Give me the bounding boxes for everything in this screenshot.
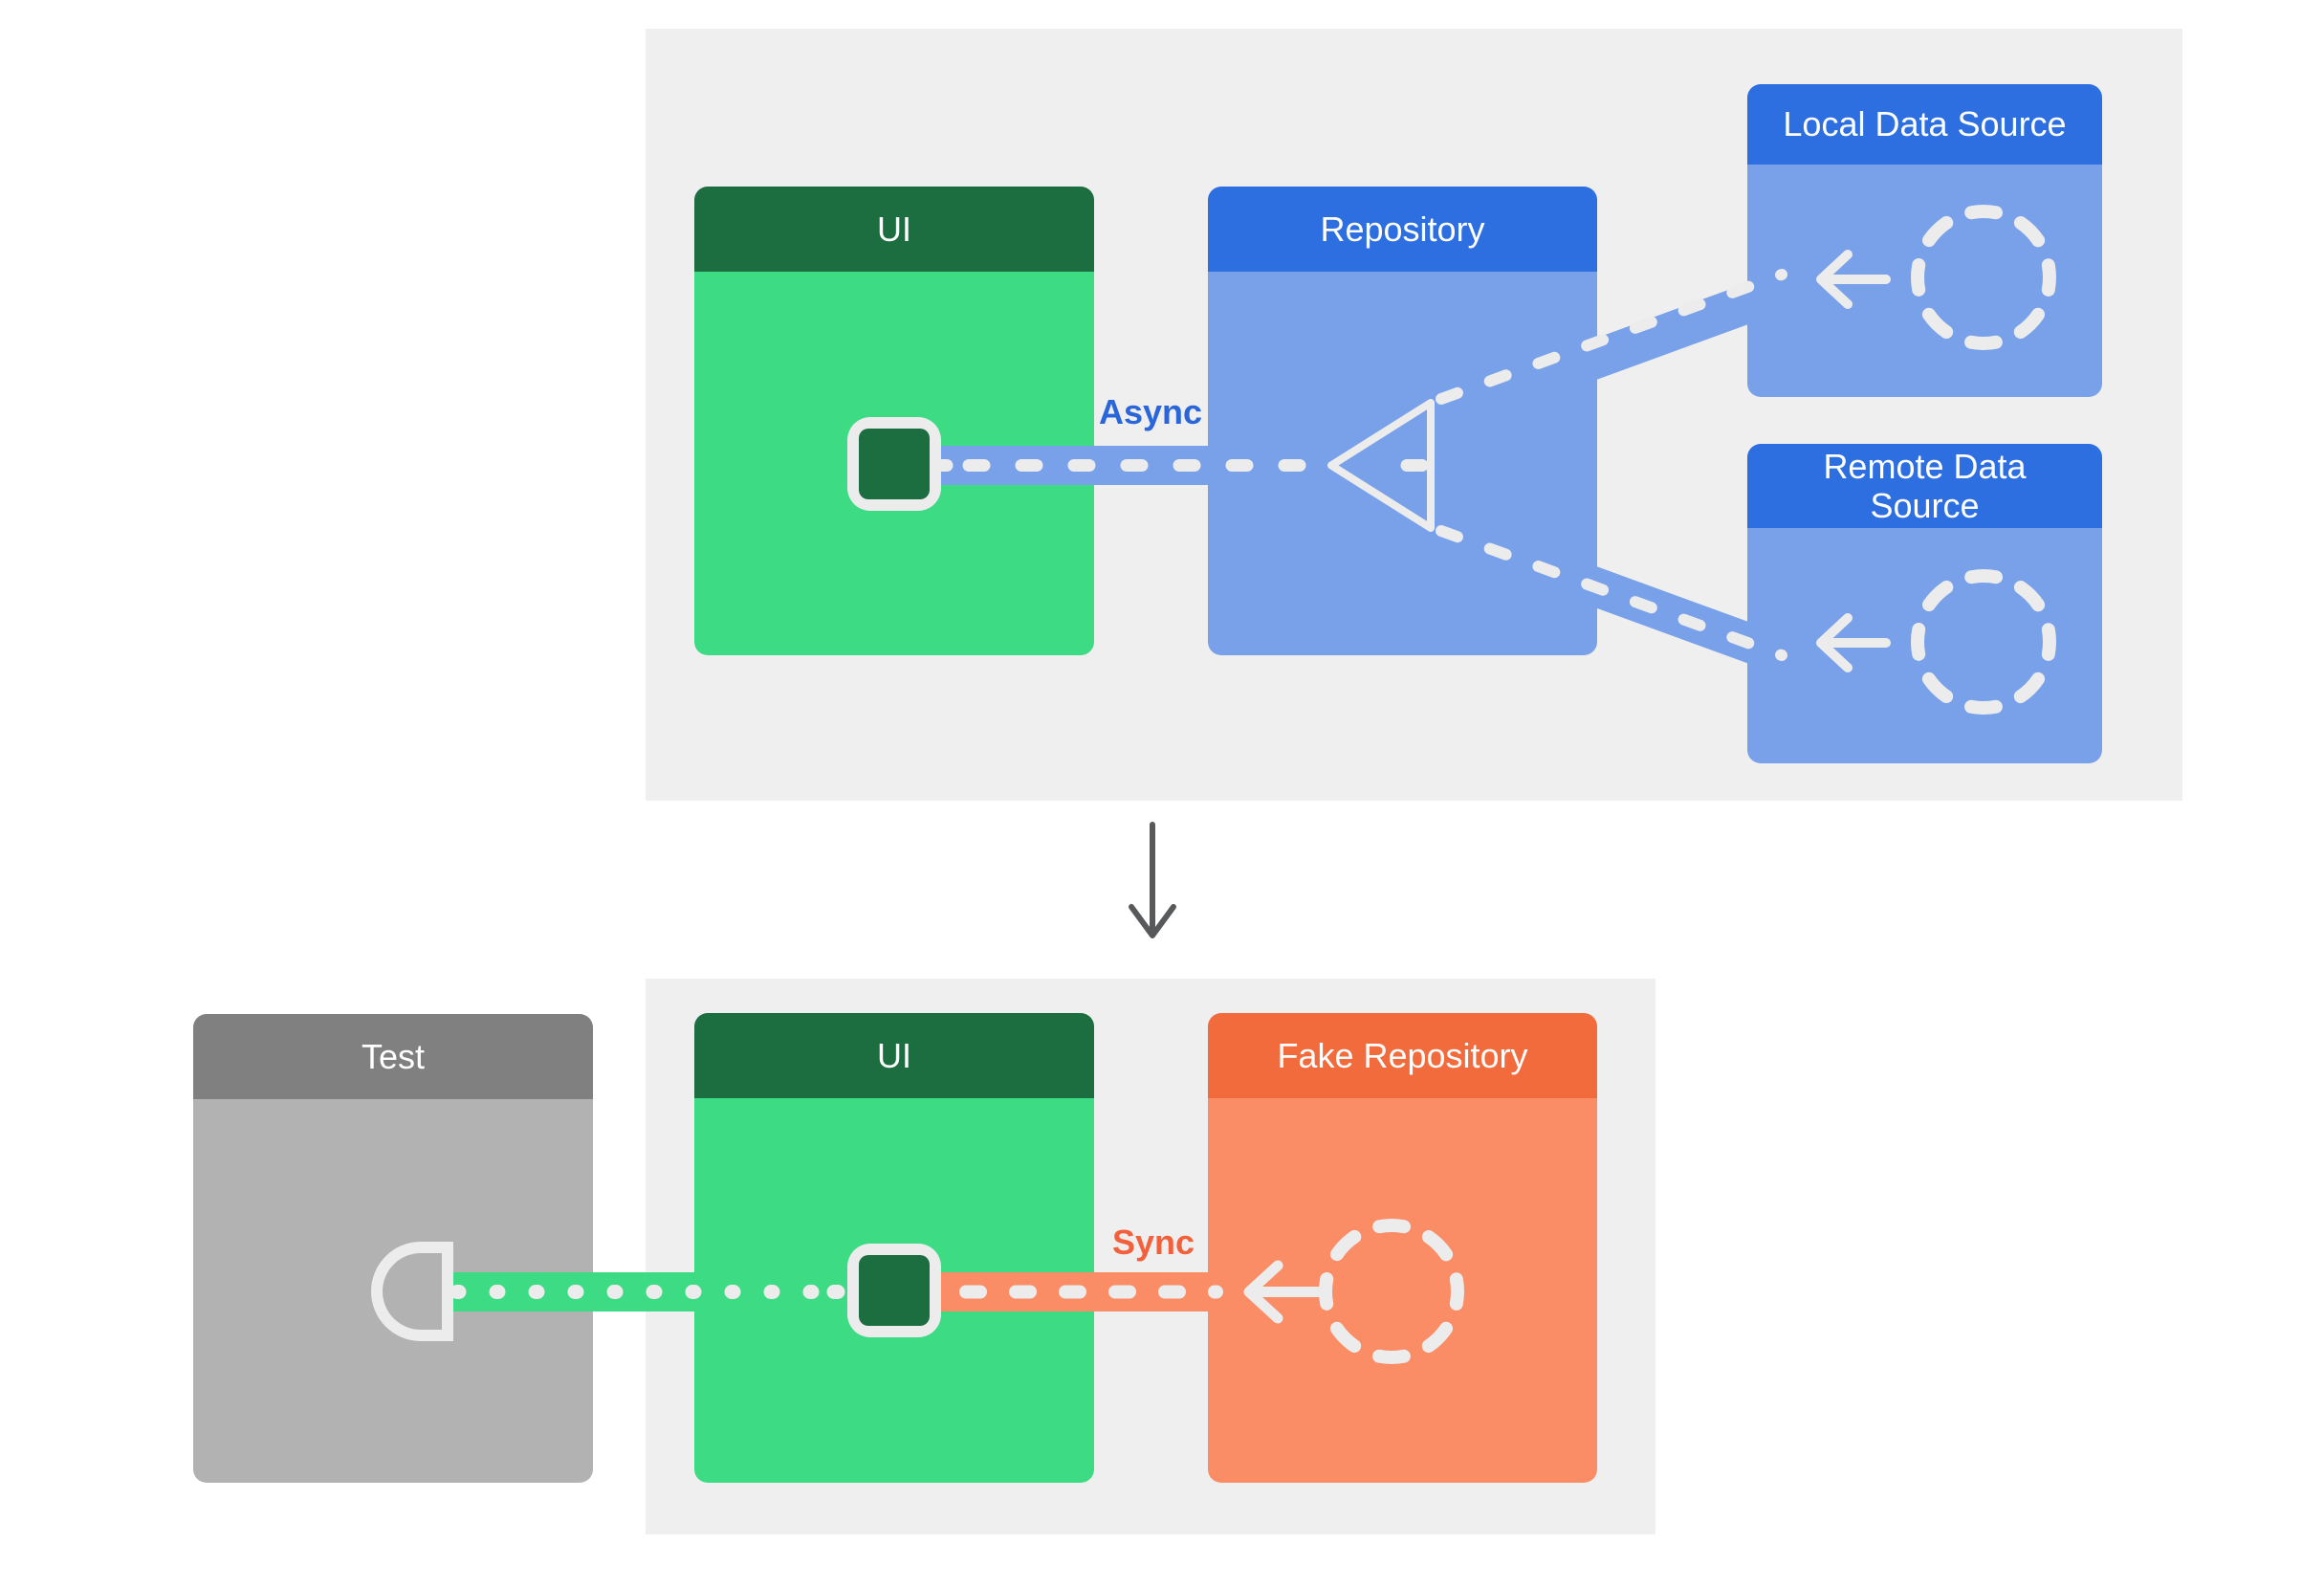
repository-box-body <box>1208 272 1597 655</box>
fake-repository-header: Fake Repository <box>1208 1013 1597 1098</box>
ui-box-production-title: UI <box>877 209 911 249</box>
async-label: Async <box>1098 392 1203 431</box>
repository-box-header: Repository <box>1208 187 1597 272</box>
test-box-body <box>193 1099 593 1483</box>
ui-box-production-header: UI <box>694 187 1094 272</box>
repository-box-title: Repository <box>1320 209 1485 249</box>
fake-repository-body <box>1208 1098 1597 1483</box>
remote-data-source-header: Remote Data Source <box>1747 444 2102 528</box>
local-data-source-box: Local Data Source <box>1747 84 2102 397</box>
local-data-source-title: Local Data Source <box>1783 104 2067 144</box>
fake-repository-title: Fake Repository <box>1277 1035 1528 1075</box>
local-data-source-body <box>1747 165 2102 397</box>
remote-data-source-title: Remote Data Source <box>1823 446 2027 525</box>
ui-box-testing-header: UI <box>694 1013 1094 1098</box>
remote-data-source-body <box>1747 528 2102 763</box>
test-box-title: Test <box>361 1036 426 1076</box>
down-arrow-icon <box>1129 822 1176 938</box>
down-arrow-head <box>1129 904 1176 938</box>
ui-box-testing-title: UI <box>877 1035 911 1075</box>
ui-box-testing-body <box>694 1098 1094 1483</box>
remote-data-source-box: Remote Data Source <box>1747 444 2102 763</box>
ui-box-production-body <box>694 272 1094 655</box>
local-data-source-header: Local Data Source <box>1747 84 2102 165</box>
test-box-header: Test <box>193 1014 593 1099</box>
test-box: Test <box>193 1014 593 1483</box>
sync-label: Sync <box>1111 1223 1195 1262</box>
